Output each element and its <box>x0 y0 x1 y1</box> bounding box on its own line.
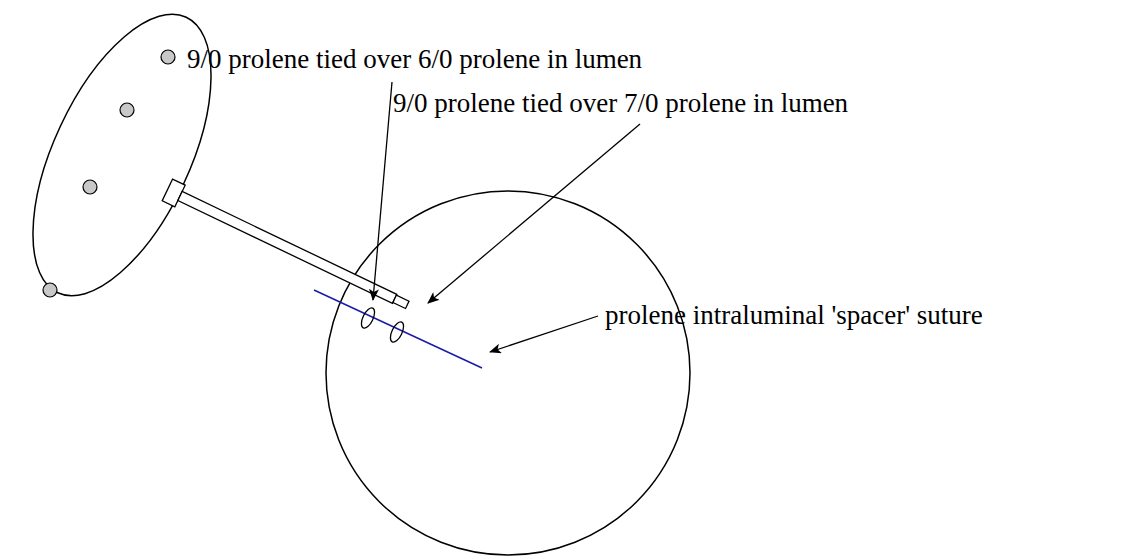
spacer-suture <box>314 290 482 368</box>
dot <box>43 283 57 297</box>
dot <box>83 180 97 194</box>
vessel-circle <box>326 191 690 555</box>
callout-label: 9/0 prolene tied over 6/0 prolene in lum… <box>187 44 642 75</box>
dot <box>161 50 175 64</box>
leader-arrow <box>490 316 598 352</box>
tube <box>162 179 412 316</box>
tie-loop <box>388 320 407 344</box>
tie-loop <box>359 306 378 330</box>
callout-label: 9/0 prolene tied over 7/0 prolene in lum… <box>393 88 848 119</box>
dot <box>120 103 134 117</box>
leader-arrow <box>373 82 392 300</box>
leader-arrow <box>428 124 640 303</box>
callout-label: prolene intraluminal 'spacer' suture <box>605 300 983 331</box>
